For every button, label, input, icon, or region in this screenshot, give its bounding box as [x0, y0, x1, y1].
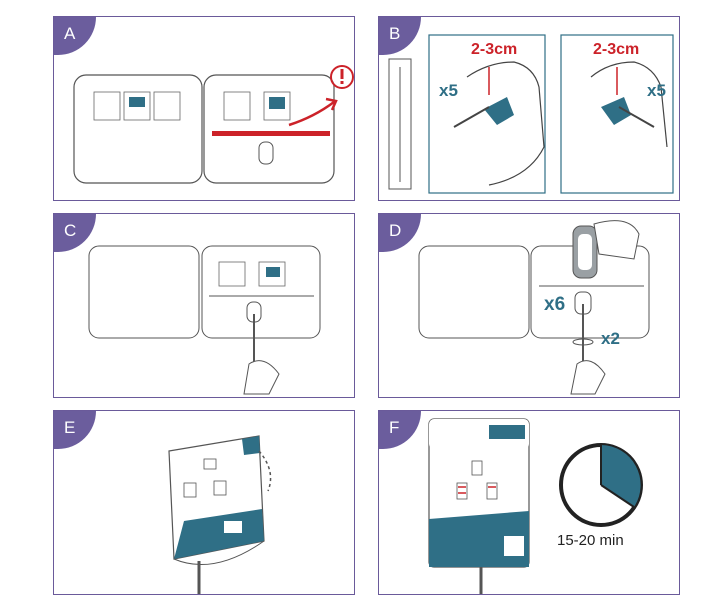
nose-icon	[601, 97, 631, 125]
rotation-count-label: x5	[647, 81, 666, 100]
step-panel-c: C	[53, 213, 355, 398]
panel-letter: C	[64, 221, 77, 240]
step-panel-b: B 2-3cm 2-3cm x5 x5	[378, 16, 680, 201]
swab-squeeze-illustration	[418, 220, 650, 395]
card-close-illustration	[168, 435, 272, 594]
hand-icon	[243, 360, 280, 395]
step-panel-e: E	[53, 410, 355, 595]
rotation-count-label: x5	[439, 81, 458, 100]
step-panel-a: A	[53, 16, 355, 201]
insertion-depth-label: 2-3cm	[471, 41, 518, 58]
panel-letter: B	[389, 24, 401, 43]
panel-letter-tab: C	[54, 214, 96, 252]
panel-letter-tab: A	[54, 17, 96, 55]
kit-card-open-illustration	[73, 65, 354, 184]
nasal-swab-illustration	[388, 34, 674, 194]
step-panel-d: D x6 x2	[378, 213, 680, 398]
insertion-depth-label: 2-3cm	[593, 41, 640, 58]
result-read-illustration	[428, 418, 643, 594]
hand-icon	[570, 360, 606, 395]
panel-letter: E	[64, 418, 76, 437]
swab-insert-card-illustration	[88, 245, 321, 395]
timer-icon	[559, 443, 643, 527]
panel-letter: D	[389, 221, 402, 240]
panel-letter: F	[389, 418, 400, 437]
hand-icon	[593, 220, 640, 260]
step-panel-f: F 15-20 min	[378, 410, 680, 595]
wait-time-label: 15-20 min	[557, 532, 624, 549]
warning-icon	[330, 65, 354, 89]
swab-icon	[388, 58, 412, 190]
swirl-count-label: x2	[601, 329, 620, 348]
panel-letter: A	[64, 24, 76, 43]
squeeze-count-label: x6	[544, 294, 566, 315]
nose-icon	[484, 97, 514, 125]
